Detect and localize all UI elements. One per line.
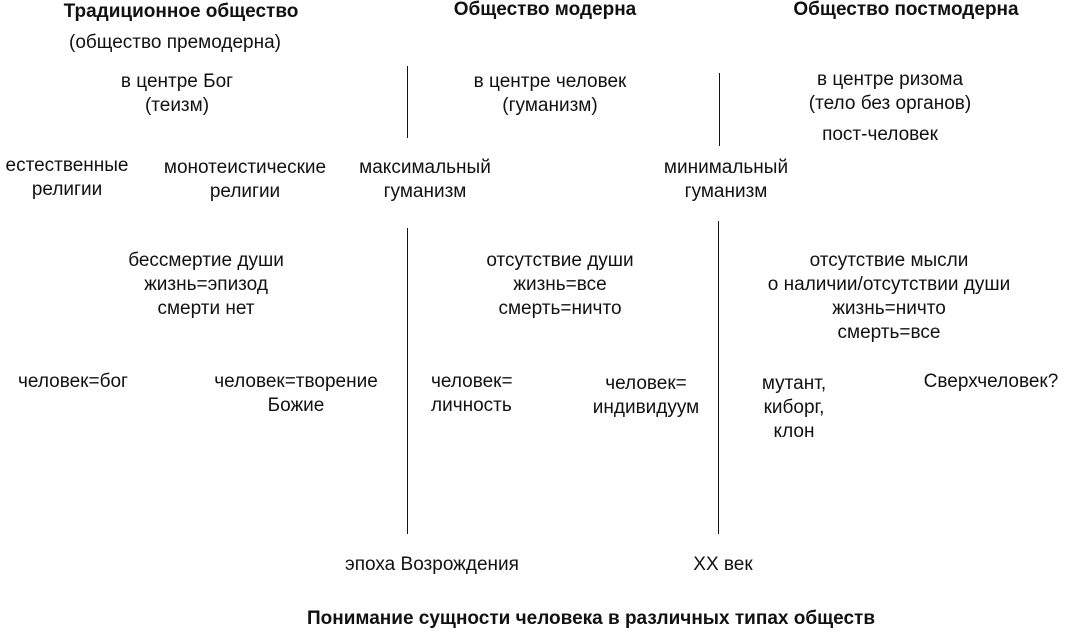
- center-god-text: в центре Бог (теизм): [120, 71, 234, 116]
- superhuman-text: Сверхчеловек?: [923, 371, 1059, 392]
- epoch-xx-century-label: XX век: [693, 554, 753, 575]
- human-individual-text: человек= индивидуум: [592, 373, 700, 418]
- soul-traditional-text: бессмертие души жизнь=эпизод смерти нет: [128, 250, 284, 319]
- minimal-humanism-text: минимальный гуманизм: [663, 157, 789, 202]
- soul-modern-text: отсутствие души жизнь=все смерть=ничто: [486, 250, 634, 319]
- diagram-caption: Понимание сущности человека в различных …: [307, 608, 875, 629]
- divider-postmodern-top: [719, 73, 720, 146]
- header-premodern-subtitle: (общество премодерна): [69, 32, 281, 53]
- divider-postmodern-bottom: [718, 221, 719, 534]
- divider-modern-top: [407, 66, 408, 138]
- posthuman-text: пост-человек: [822, 124, 938, 145]
- header-modern-society: Общество модерна: [453, 0, 637, 20]
- center-human-text: в центре человек (гуманизм): [473, 71, 627, 116]
- header-postmodern-society: Общество постмодерна: [793, 0, 1019, 20]
- human-god-text: человек=бог: [18, 371, 128, 392]
- center-rhizome-text: в центре ризома (тело без органов): [808, 69, 972, 114]
- monotheistic-religions-text: монотеистические религии: [163, 157, 327, 202]
- soul-postmodern-text: отсутствие мысли о наличии/отсутствии ду…: [767, 250, 1011, 343]
- human-creation-text: человек=творение Божие: [214, 371, 378, 416]
- mutant-cyborg-clone-text: мутант, киборг, клон: [761, 373, 827, 442]
- epoch-renaissance-label: эпоха Возрождения: [345, 554, 519, 575]
- header-traditional-society: Традиционное общество: [63, 1, 299, 22]
- divider-modern-bottom: [407, 228, 408, 534]
- human-personality-text: человек= личность: [431, 371, 513, 416]
- natural-religions-text: естественные религии: [5, 155, 129, 200]
- maximal-humanism-text: максимальный гуманизм: [359, 157, 491, 202]
